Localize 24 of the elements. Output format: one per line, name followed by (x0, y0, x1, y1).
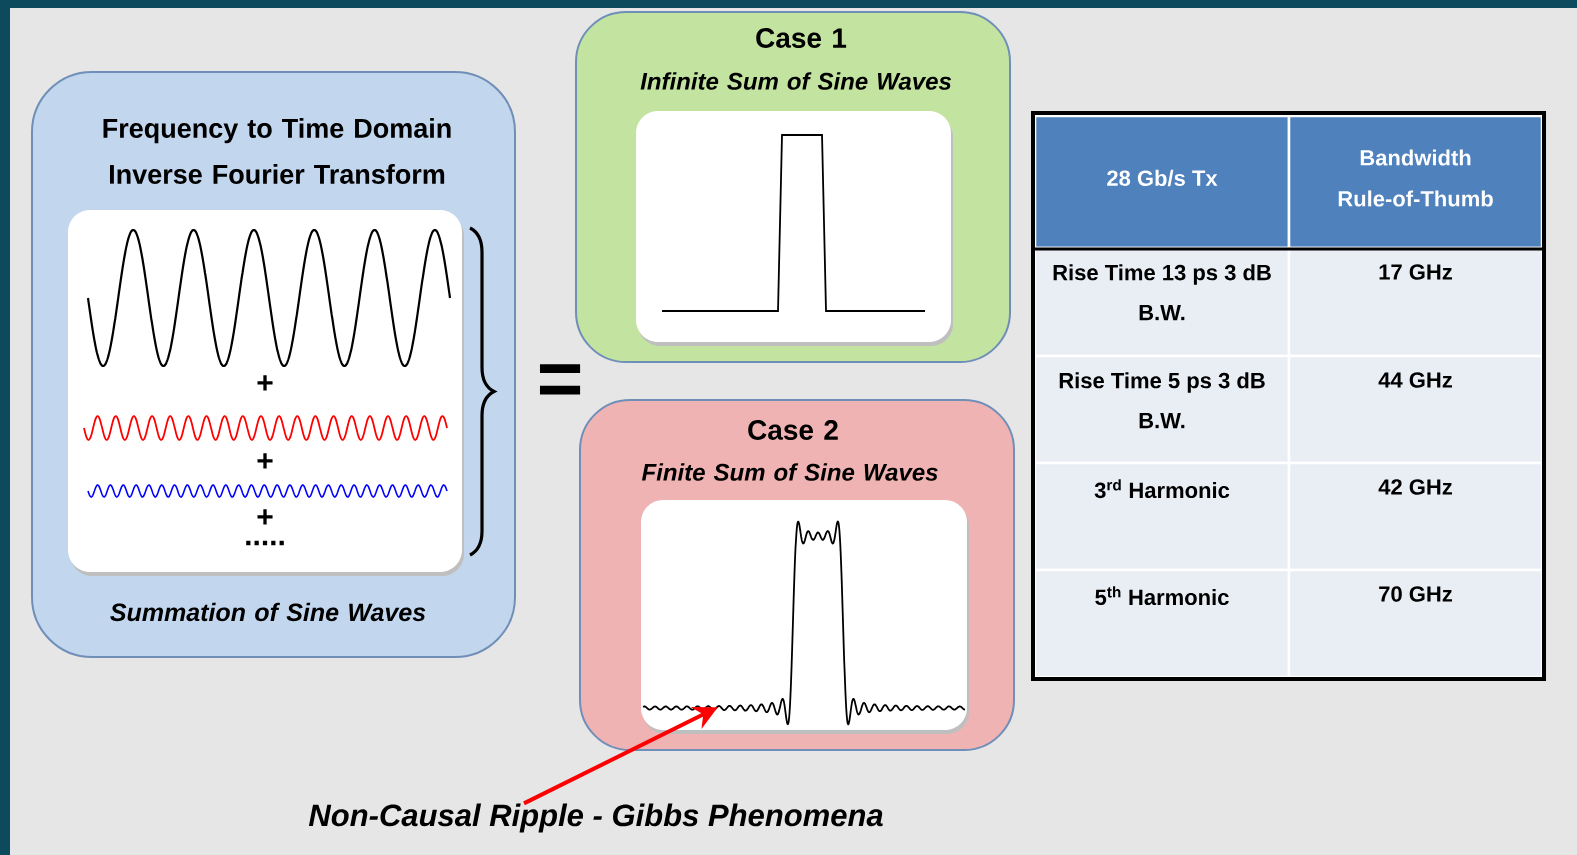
plot-panel (636, 111, 953, 346)
table-cell: Rise Time 5 ps 3 dB B.W. (1033, 354, 1291, 465)
table-cell: 42 GHz (1287, 461, 1544, 572)
panel-subtitle: Finite Sum of Sine Waves (641, 463, 938, 481)
panel-heading: Case 1 (756, 28, 847, 48)
panel-caption: Summation of Sine Waves (110, 602, 426, 622)
equals-sign: = (539, 364, 581, 395)
table-cell: 3$^{rd}$ Harmonic (1033, 461, 1291, 572)
panel-heading: Case 2 (748, 420, 838, 440)
panel-subtitle: Infinite Sum of Sine Waves (640, 72, 952, 90)
table-cell: Rise Time 13 ps 3 dB B.W. (1033, 246, 1291, 358)
waveform-panel (68, 210, 464, 576)
plus-sign: + (257, 509, 273, 525)
table-cell: 5$^{th}$ Harmonic (1033, 568, 1291, 679)
annotation-text: Non-Causal Ripple - Gibbs Phenomena (308, 803, 883, 833)
header-cell: 28 Gb/s Tx (1033, 114, 1291, 250)
plus-sign: + (257, 375, 273, 391)
ellipsis: ..... (246, 540, 284, 546)
table-cell: 17 GHz (1287, 246, 1544, 358)
header-cell: Bandwidth Rule-of-Thumb (1287, 114, 1544, 250)
panel-heading: Frequency to Time Domain Inverse Fourier Transform (103, 118, 451, 184)
plus-sign: + (257, 453, 273, 469)
table-cell: 70 GHz (1287, 568, 1544, 679)
table-cell: 44 GHz (1287, 354, 1544, 465)
